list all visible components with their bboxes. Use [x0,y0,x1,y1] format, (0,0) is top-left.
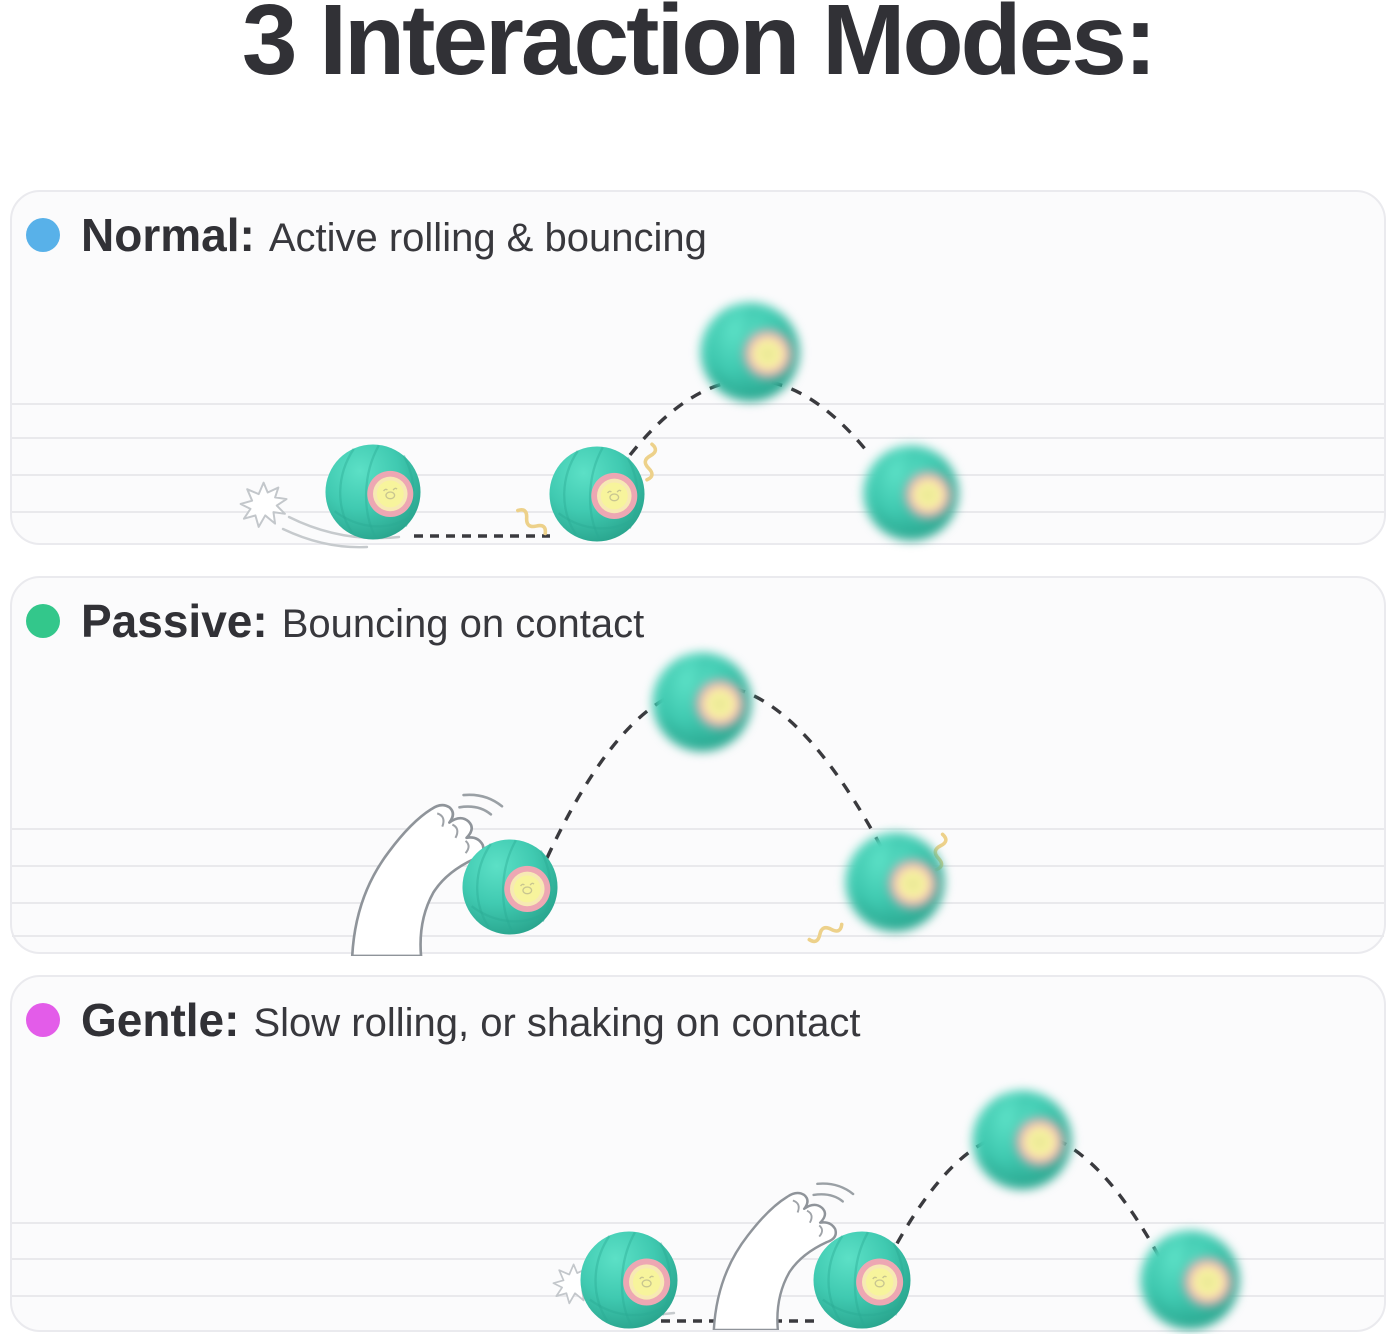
trajectory-dashes-icon [661,1319,815,1323]
trajectory-dashes-icon [545,683,889,859]
pet-ball-icon [549,446,645,542]
pet-ball-icon [462,839,558,935]
trajectory-dashes-icon [414,534,550,538]
pet-ball-blurred-icon [1140,1230,1240,1330]
mode-color-dot [26,604,60,638]
impact-zigzag-icon [805,918,846,946]
ruled-line [12,1222,1384,1224]
ruled-line [12,828,1384,830]
ruled-line [12,474,1384,476]
ruled-line [12,935,1384,937]
mode-color-dot [26,218,60,252]
mode-name: Gentle: [81,994,240,1046]
trajectory-dashes-icon [628,378,872,457]
ruled-line [12,511,1384,513]
pet-ball-blurred-icon [972,1090,1072,1190]
pet-ball-blurred-icon [863,445,959,541]
ruled-line [12,1258,1384,1260]
mode-header: Gentle: Slow rolling, or shaking on conta… [26,993,860,1047]
mode-description: Active rolling & bouncing [268,216,707,260]
motion-poof-icon [239,481,401,549]
pet-ball-blurred-icon [652,652,752,752]
pet-ball-blurred-icon [845,832,945,932]
mode-header: Passive: Bouncing on contact [26,594,644,648]
ruled-line [12,437,1384,439]
pet-ball-icon [580,1231,678,1329]
ruled-line [12,902,1384,904]
mode-panel-passive: Passive: Bouncing on contact [10,576,1386,956]
mode-name: Passive: [81,595,268,647]
mode-name: Normal: [81,209,255,261]
page-title: 3 Interaction Modes: [241,0,1157,96]
ruled-line [12,1295,1384,1297]
pet-ball-icon [325,444,421,540]
mode-description: Slow rolling, or shaking on contact [253,1001,861,1045]
ruled-line [12,403,1384,405]
ruled-line [12,865,1384,867]
mode-panel-gentle: Gentle: Slow rolling, or shaking on conta… [10,975,1386,1332]
mode-panel-normal: Normal: Active rolling & bouncing [10,190,1386,549]
mode-color-dot [26,1003,60,1037]
mode-description: Bouncing on contact [281,602,645,646]
pet-ball-icon [813,1231,911,1329]
pet-ball-blurred-icon [700,302,800,402]
mode-header: Normal: Active rolling & bouncing [26,208,707,262]
